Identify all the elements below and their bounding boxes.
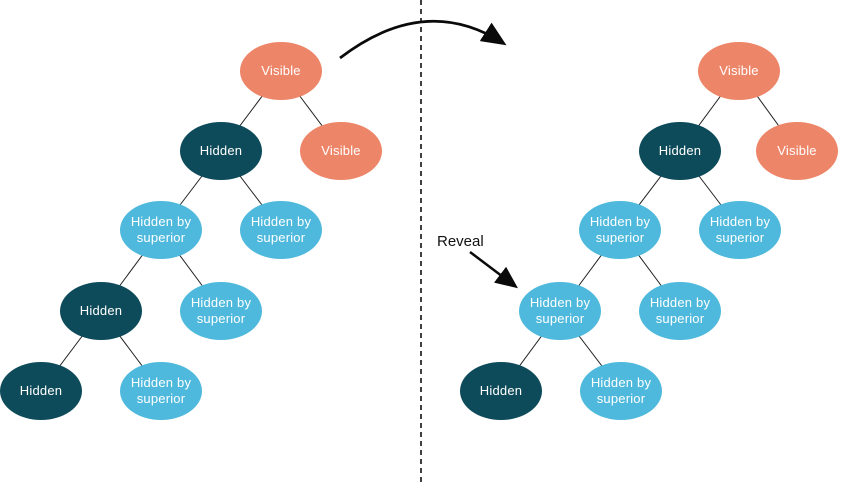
node-label: Hidden bbox=[658, 142, 702, 158]
node-label: Hidden bbox=[199, 142, 243, 158]
annotations bbox=[339, 0, 518, 482]
node-hidden-by-superior: Hidden by superior bbox=[639, 282, 721, 340]
node-label: Visible bbox=[777, 142, 817, 158]
node-label: Visible bbox=[261, 62, 301, 78]
node-hidden-by-superior: Hidden by superior bbox=[699, 201, 781, 259]
node-label: Hidden by superior bbox=[590, 374, 652, 406]
node-label: Hidden by superior bbox=[589, 213, 651, 245]
node-label: Hidden by superior bbox=[130, 213, 192, 245]
node-hidden: Hidden bbox=[180, 122, 262, 180]
node-label: Hidden by superior bbox=[649, 294, 711, 326]
node-hidden-by-superior: Hidden by superior bbox=[579, 201, 661, 259]
node-visible: Visible bbox=[300, 122, 382, 180]
reveal-label: Reveal bbox=[437, 233, 484, 250]
node-label: Hidden bbox=[79, 302, 123, 318]
node-visible: Visible bbox=[240, 42, 322, 100]
transform-arrow bbox=[339, 19, 507, 60]
node-label: Hidden bbox=[19, 382, 63, 398]
node-hidden: Hidden bbox=[0, 362, 82, 420]
node-hidden: Hidden bbox=[60, 282, 142, 340]
node-label: Hidden by superior bbox=[250, 213, 312, 245]
node-label: Hidden by superior bbox=[190, 294, 252, 326]
node-label: Hidden by superior bbox=[130, 374, 192, 406]
node-hidden-by-superior: Hidden by superior bbox=[240, 201, 322, 259]
node-hidden: Hidden bbox=[460, 362, 542, 420]
node-hidden: Hidden bbox=[639, 122, 721, 180]
node-hidden-by-superior: Hidden by superior bbox=[580, 362, 662, 420]
node-hidden-by-superior: Hidden by superior bbox=[180, 282, 262, 340]
node-label: Visible bbox=[321, 142, 361, 158]
node-label: Hidden by superior bbox=[529, 294, 591, 326]
node-hidden-by-superior: Hidden by superior bbox=[120, 362, 202, 420]
node-label: Visible bbox=[719, 62, 759, 78]
reveal-arrow bbox=[469, 251, 518, 289]
node-visible: Visible bbox=[698, 42, 780, 100]
node-hidden-by-superior: Hidden by superior bbox=[120, 201, 202, 259]
node-label: Hidden by superior bbox=[709, 213, 771, 245]
node-visible: Visible bbox=[756, 122, 838, 180]
node-hidden-by-superior: Hidden by superior bbox=[519, 282, 601, 340]
node-label: Hidden bbox=[479, 382, 523, 398]
